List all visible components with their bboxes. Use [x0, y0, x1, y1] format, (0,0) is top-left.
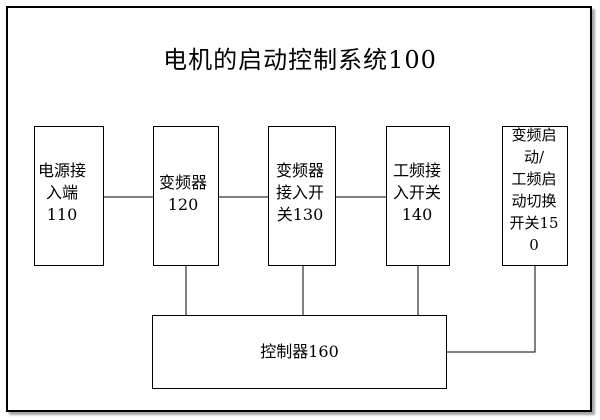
block-inverter-switch [268, 126, 336, 266]
block-controller-label: 控制器160 [260, 342, 339, 361]
block-controller [152, 315, 447, 389]
block-changeover-switch [502, 126, 568, 266]
link-changeover-controller [447, 266, 536, 353]
diagram-title: 电机的启动控制系统100 [163, 46, 437, 74]
block-mains-switch [386, 126, 450, 266]
block-power-input-label: 电源接 入端 110 [37, 161, 86, 224]
block-inverter-switch-label: 变频器 接入开 关130 [275, 161, 324, 224]
block-changeover-switch-label: 变频启 动/ 工频启 动切换 开关15 0 [509, 126, 559, 254]
block-inverter [153, 126, 219, 266]
block-mains-switch-label: 工频接 入开关 140 [392, 161, 441, 224]
block-inverter-label: 变频器 120 [158, 173, 207, 214]
block-power-input [34, 126, 104, 266]
